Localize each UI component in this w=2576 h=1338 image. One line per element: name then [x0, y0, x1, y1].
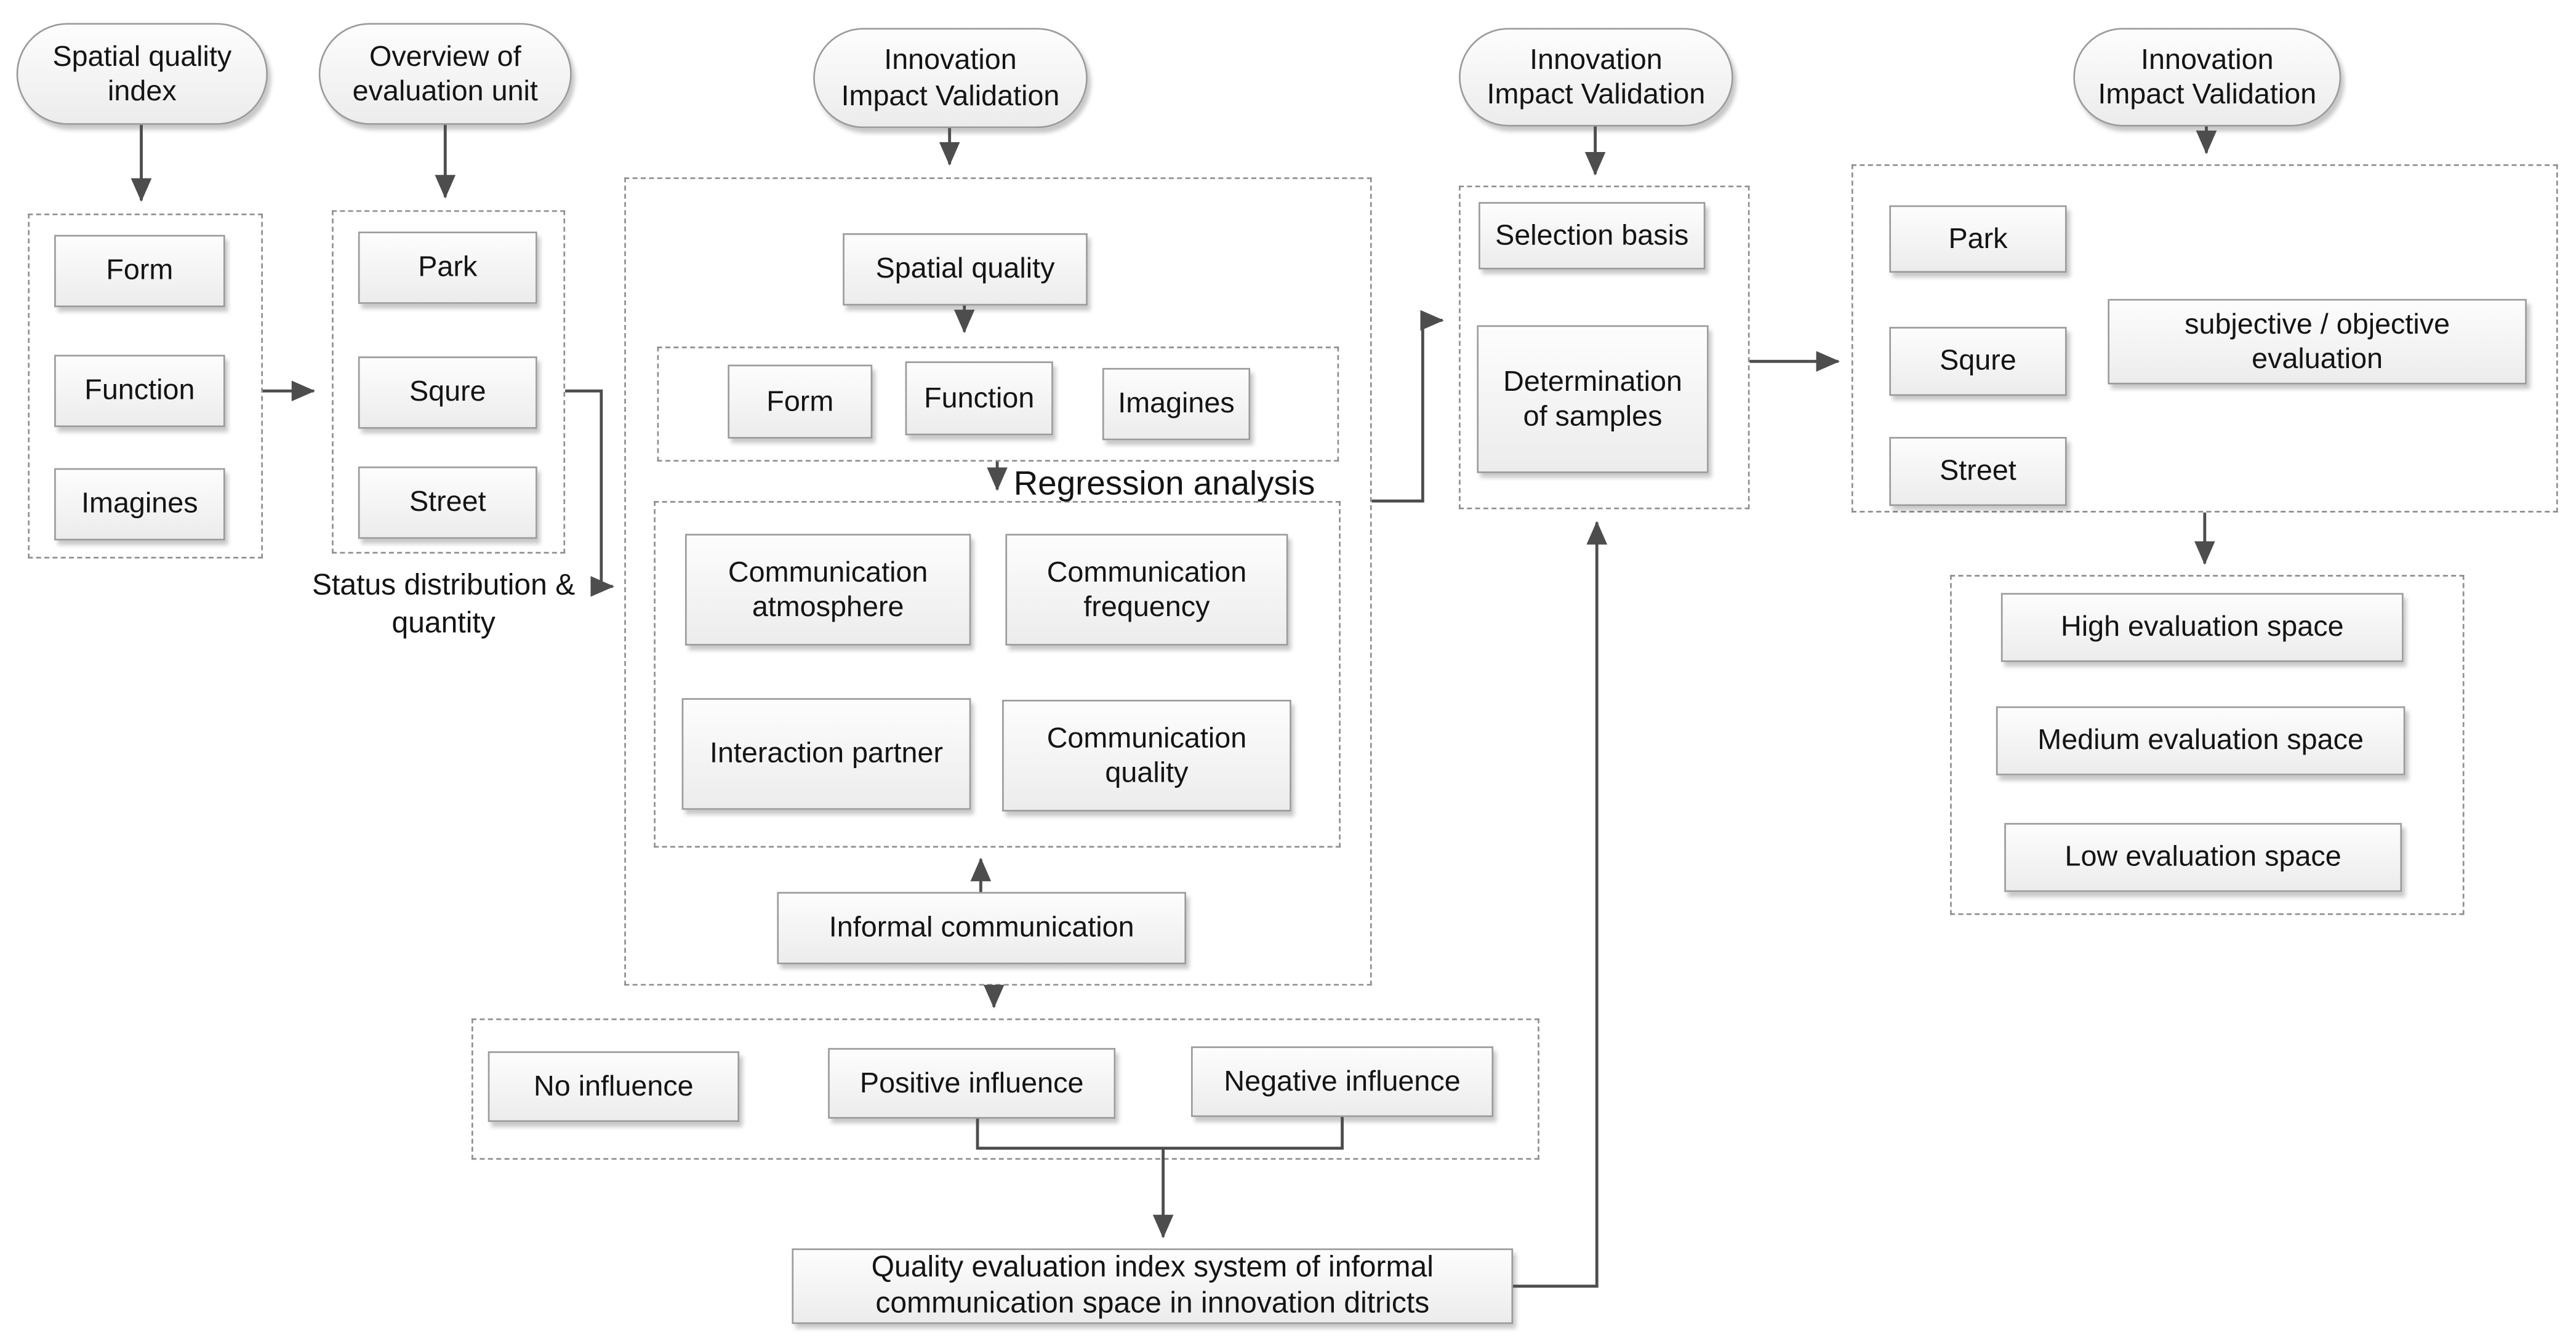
box-park-unit: Park — [358, 231, 537, 304]
group-sample-selection — [1459, 185, 1750, 510]
box-positive-influence: Positive influence — [828, 1048, 1116, 1119]
box-function-center: Function — [905, 361, 1053, 436]
arrow-units-to-regression — [565, 389, 614, 597]
group-communication-indicators — [654, 501, 1341, 848]
box-form-center: Form — [728, 364, 873, 439]
box-no-influence: No influence — [488, 1051, 740, 1122]
box-imagines-left: Imagines — [54, 468, 225, 541]
stadium-spatial-quality-index: Spatial quality index — [16, 23, 268, 125]
box-park-right: Park — [1889, 205, 2067, 273]
box-spatial-quality: Spatial quality — [843, 233, 1088, 306]
box-determination-of-samples: Determination of samples — [1477, 325, 1709, 473]
box-communication-quality: Communication quality — [1002, 699, 1291, 812]
box-subjective-objective-evaluation: subjective / objective evaluation — [2108, 298, 2527, 385]
label-status-distribution: Status distribution & quantity — [311, 568, 576, 640]
group-spatial-quality-index — [28, 213, 263, 559]
group-evaluation-results — [1950, 575, 2465, 915]
arrow-regression-to-selection — [1371, 310, 1444, 503]
stadium-innovation-impact-validation-2: Innovation Impact Validation — [1459, 28, 1733, 127]
box-high-evaluation-space: High evaluation space — [2000, 593, 2404, 662]
box-form-left: Form — [54, 234, 225, 308]
box-medium-evaluation-space: Medium evaluation space — [1996, 706, 2405, 775]
stadium-innovation-impact-validation-3: Innovation Impact Validation — [2073, 28, 2341, 127]
box-informal-communication: Informal communication — [777, 892, 1187, 964]
label-regression-analysis: Regression analysis — [1013, 465, 1315, 503]
stadium-innovation-impact-validation-1: Innovation Impact Validation — [813, 28, 1088, 129]
box-quality-index-system: Quality evaluation index system of infor… — [792, 1248, 1514, 1324]
box-street-right: Street — [1889, 436, 2067, 507]
box-squre-unit: Squre — [358, 356, 537, 429]
group-evaluation-unit — [332, 210, 566, 554]
box-low-evaluation-space: Low evaluation space — [2004, 823, 2402, 892]
box-negative-influence: Negative influence — [1191, 1046, 1494, 1117]
box-communication-frequency: Communication frequency — [1005, 534, 1288, 646]
box-function-left: Function — [54, 355, 225, 427]
box-squre-right: Squre — [1889, 327, 2067, 396]
group-evaluation-method — [1851, 164, 2558, 513]
stadium-overview-evaluation-unit: Overview of evaluation unit — [318, 23, 572, 125]
arrow-quality-system-to-selection — [1513, 521, 1608, 1288]
box-imagines-center: Imagines — [1102, 367, 1251, 441]
box-communication-atmosphere: Communication atmosphere — [684, 534, 971, 646]
group-spatial-factors — [657, 347, 1339, 462]
box-interaction-partner: Interaction partner — [681, 698, 971, 810]
box-selection-basis: Selection basis — [1479, 202, 1706, 270]
box-street-unit: Street — [358, 466, 537, 539]
